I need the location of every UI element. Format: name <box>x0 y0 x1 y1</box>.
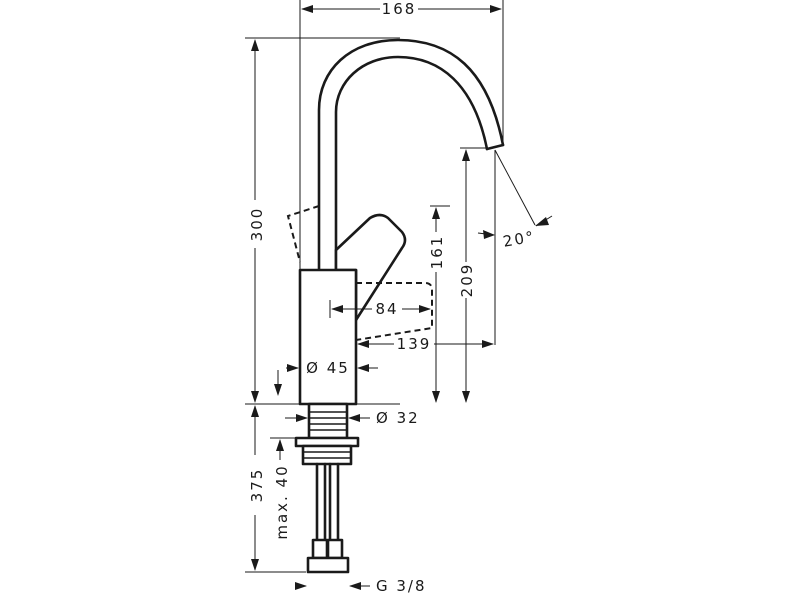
supply-hose-left <box>315 462 327 542</box>
dim-label-300: 300 <box>248 207 266 242</box>
dim-label-209: 209 <box>458 263 476 298</box>
lever-handle <box>334 213 407 322</box>
supply-hose-right <box>328 462 340 542</box>
dim-label-g-3-8: G 3/8 <box>376 577 427 595</box>
lever-alternate-side <box>355 282 433 341</box>
dim-label-375: 375 <box>248 468 266 503</box>
shank-threads <box>309 411 347 431</box>
hose-fitting-right <box>326 538 344 560</box>
mounting-nut <box>301 444 353 466</box>
dim-label-20-degrees: 20° <box>502 227 537 250</box>
dim-label-diameter-45: Ø 45 <box>306 359 350 377</box>
lever-alternate-up <box>286 205 320 263</box>
dim-label-diameter-32: Ø 32 <box>376 409 420 427</box>
dimension-labels: 168 300 209 161 20° 84 139 Ø 45 Ø 32 375… <box>248 0 537 595</box>
dim-label-max-40: max. 40 <box>273 464 291 539</box>
faucet-outline <box>286 38 505 574</box>
spout-inner <box>334 55 489 272</box>
spout-outer <box>317 38 505 272</box>
hose-fitting-left <box>311 538 329 560</box>
dim-label-168: 168 <box>382 0 417 18</box>
dim-label-161: 161 <box>428 235 446 270</box>
threaded-shank <box>307 402 349 440</box>
connection-nut <box>306 556 350 574</box>
dim-label-139: 139 <box>397 335 432 353</box>
dim-label-84: 84 <box>375 300 398 318</box>
dimension-lines <box>245 0 553 590</box>
body-cylinder <box>298 268 358 406</box>
